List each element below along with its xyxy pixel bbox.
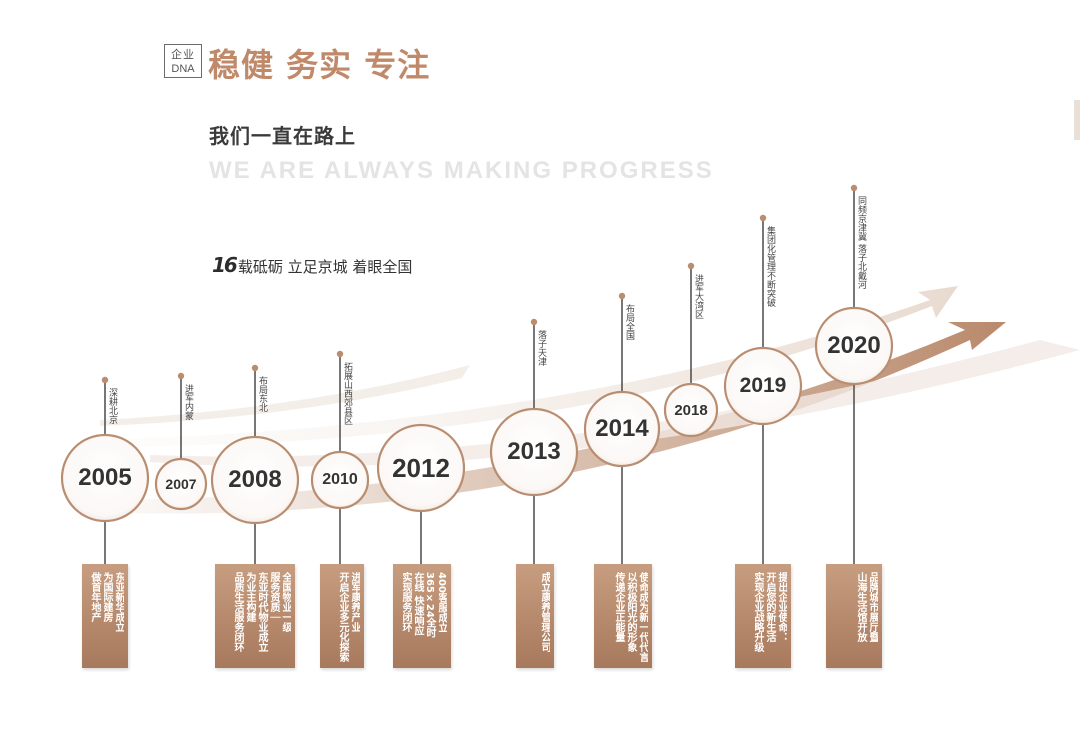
year-circle-2020: [814, 306, 894, 386]
top-dot-2018: [687, 262, 695, 270]
milestone-card-text-2014: 使命成为新一代代言人 以积极阳光的形象 传递企业正能量: [613, 572, 648, 662]
dna-label-en: DNA: [171, 63, 195, 75]
top-dot-2014: [618, 292, 626, 300]
top-dot-2013: [530, 318, 538, 326]
milestone-card-text-2005: 东亚新华成立 为国际建房 做首年地产: [89, 572, 124, 632]
milestone-top-label-2008: 布局东北: [257, 376, 267, 412]
year-circle-2018: [663, 382, 719, 438]
milestone-top-label-2019: 集团化管理不断突破: [765, 226, 775, 307]
top-dot-2007: [177, 372, 185, 380]
years-number: 16: [212, 253, 238, 277]
milestone-card-2005: [82, 564, 128, 668]
enterprise-dna-logo: 企业 DNA: [164, 44, 202, 78]
top-dot-2020: [850, 184, 858, 192]
year-circle-2014: [583, 390, 661, 468]
milestone-card-2013: [516, 564, 554, 668]
year-circle-2019: [723, 346, 803, 426]
page-title: 稳健 务实 专注: [208, 46, 431, 84]
milestone-top-label-2005: 深耕北京: [107, 388, 117, 424]
year-circle-2010: [310, 450, 370, 510]
milestone-card-2020: [826, 564, 882, 668]
milestone-top-label-2014: 布局全国: [624, 304, 634, 340]
milestone-card-text-2012: 400客服成立 365×24全时 在线 快速响应 实现服务闭环: [400, 572, 447, 638]
year-circle-2005: [60, 433, 150, 523]
subtitle-cn: 我们一直在路上: [209, 124, 356, 148]
year-circle-2012: [376, 423, 466, 513]
milestone-card-text-2013: 成立康养管理公司: [539, 572, 550, 652]
milestone-circles: [60, 306, 894, 525]
top-dot-2010: [336, 350, 344, 358]
year-circle-2008: [210, 435, 300, 525]
top-dot-2008: [251, 364, 259, 372]
years-text: 载砥砺 立足京城 着眼全国: [237, 258, 413, 276]
edge-decoration: [1074, 100, 1080, 140]
milestone-card-2014: [594, 564, 652, 668]
milestone-card-text-2020: 品牌城市展厅暨 山海生活馆开放: [855, 572, 878, 642]
year-circle-2007: [154, 457, 208, 511]
dna-label-cn: 企业: [171, 49, 195, 61]
milestone-top-label-2020: 同频京津冀 落子北戴河: [856, 196, 866, 289]
milestone-card-2010: [320, 564, 364, 668]
milestone-card-2019: [735, 564, 791, 668]
swoosh-faint-left: [100, 365, 470, 426]
milestone-card-text-2019: 提出企业使命： 开启您的新生活 实现企业战略升级: [752, 572, 787, 652]
milestone-top-label-2010: 拓展山西郊县区: [342, 362, 352, 425]
milestone-card-2008: [215, 564, 295, 668]
milestone-card-2012: [393, 564, 451, 668]
milestone-card-text-2008: 全国物业一级 服务资质｜ 东亚时代物业成立 为业主构建 品质生活服务闭环: [232, 572, 291, 652]
top-dot-2019: [759, 214, 767, 222]
milestone-top-label-2013: 落子天津: [536, 330, 546, 366]
subtitle-en: WE ARE ALWAYS MAKING PROGRESS: [209, 157, 714, 184]
milestone-top-label-2007: 进军内蒙: [183, 384, 193, 420]
milestone-card-text-2010: 进军康养产业 开启企业多元化探索: [337, 572, 360, 662]
top-dot-2005: [101, 376, 109, 384]
year-circle-2013: [489, 407, 579, 497]
milestone-top-label-2018: 进军大湾区: [693, 274, 703, 319]
